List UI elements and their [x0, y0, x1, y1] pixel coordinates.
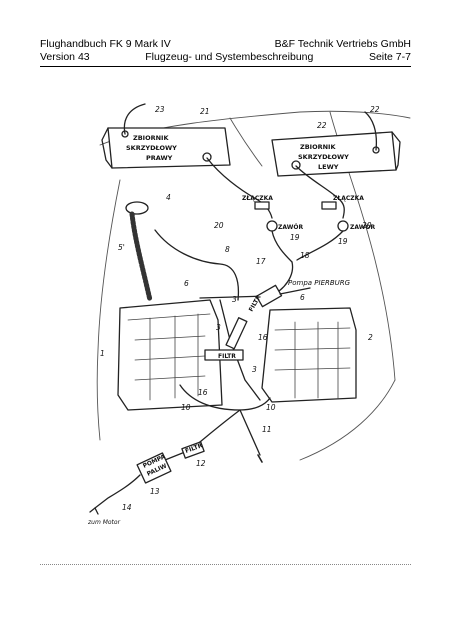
scan-artifact-line [40, 564, 411, 565]
lower-filter [181, 441, 205, 459]
valve-left [266, 220, 278, 232]
ref-20-right: 20 [362, 221, 372, 230]
inline-filter [225, 317, 248, 350]
ref-4: 4 [166, 193, 171, 202]
coupler-left [254, 201, 270, 210]
filler-hose [129, 211, 153, 303]
ref-8: 8 [225, 245, 230, 254]
tank-left-label-3: LEWY [318, 163, 339, 171]
ref-20-left: 20 [214, 221, 224, 230]
ref-16-top: 16 [258, 333, 268, 342]
coupler-right [321, 201, 337, 210]
version-label: Version 43 [40, 51, 90, 63]
ref-22-vent: 22 [370, 105, 380, 114]
ref-22: 22 [317, 121, 327, 130]
fuel-canister-left [117, 299, 223, 411]
ref-3-low: 3 [252, 365, 257, 374]
zawor-right-label: ZAWÓR [350, 224, 375, 231]
section-title: Flugzeug- und Systembeschreibung [145, 51, 314, 63]
header-row-1: Flughandbuch FK 9 Mark IV B&F Technik Ve… [40, 38, 411, 51]
ref-19-left: 19 [290, 233, 300, 242]
ref-21: 21 [200, 107, 210, 116]
tank-right-label-1: ZBIORNIK [133, 134, 169, 142]
header-rule [40, 66, 411, 67]
vent-line-left [364, 111, 378, 151]
ref-19-right: 19 [338, 237, 348, 246]
filler-cap [125, 201, 149, 215]
vent-line-right [123, 103, 146, 135]
header-row-2: Version 43 Flugzeug- und Systembeschreib… [40, 51, 411, 64]
ref-1: 1 [100, 349, 105, 358]
motor-label: zum Motor [87, 519, 121, 526]
ref-17: 17 [256, 257, 266, 266]
tank-right-label-2: SKRZYDŁOWY [126, 144, 177, 152]
fuel-pump [136, 452, 172, 484]
tank-right-label-3: PRAWY [146, 154, 173, 162]
page-header: Flughandbuch FK 9 Mark IV B&F Technik Ve… [40, 38, 411, 64]
ref-6-right: 6 [300, 293, 305, 302]
pierburg-pump [255, 284, 283, 308]
drain-filter [204, 349, 244, 361]
right-wing-tank [101, 127, 231, 169]
valve-right [337, 220, 349, 232]
ref-23: 23 [155, 105, 165, 114]
pompa-label: Pompa PIERBURG [288, 279, 351, 287]
ref-14: 14 [122, 503, 132, 512]
manual-title: Flughandbuch FK 9 Mark IV [40, 38, 171, 50]
ref-3-mid: 3 [216, 323, 221, 332]
ref-10-right: 10 [266, 403, 276, 412]
fuel-canister-right [261, 307, 357, 403]
page-number: Seite 7-7 [368, 51, 411, 63]
zawor-left-label: ZAWÓR [278, 224, 303, 231]
ref-5: 5' [118, 243, 125, 252]
ref-18: 18 [300, 251, 310, 260]
company-name: B&F Technik Vertriebs GmbH [274, 38, 411, 50]
ref-10-left: 10 [181, 403, 191, 412]
filtr-small-label: FILTR [218, 353, 236, 360]
zlaczka-left-label: ZŁĄCZKA [242, 195, 273, 202]
tank-left-label-2: SKRZYDŁOWY [298, 153, 349, 161]
tank-left-label-1: ZBIORNIK [300, 143, 336, 151]
ref-2: 2 [368, 333, 373, 342]
ref-11: 11 [262, 425, 272, 434]
ref-6-left: 6 [184, 279, 189, 288]
zlaczka-right-label: ZŁĄCZKA [333, 195, 364, 202]
ref-16-low: 16 [198, 388, 208, 397]
ref-3-top: 3 [232, 295, 237, 304]
ref-12: 12 [196, 459, 206, 468]
ref-13: 13 [150, 487, 160, 496]
